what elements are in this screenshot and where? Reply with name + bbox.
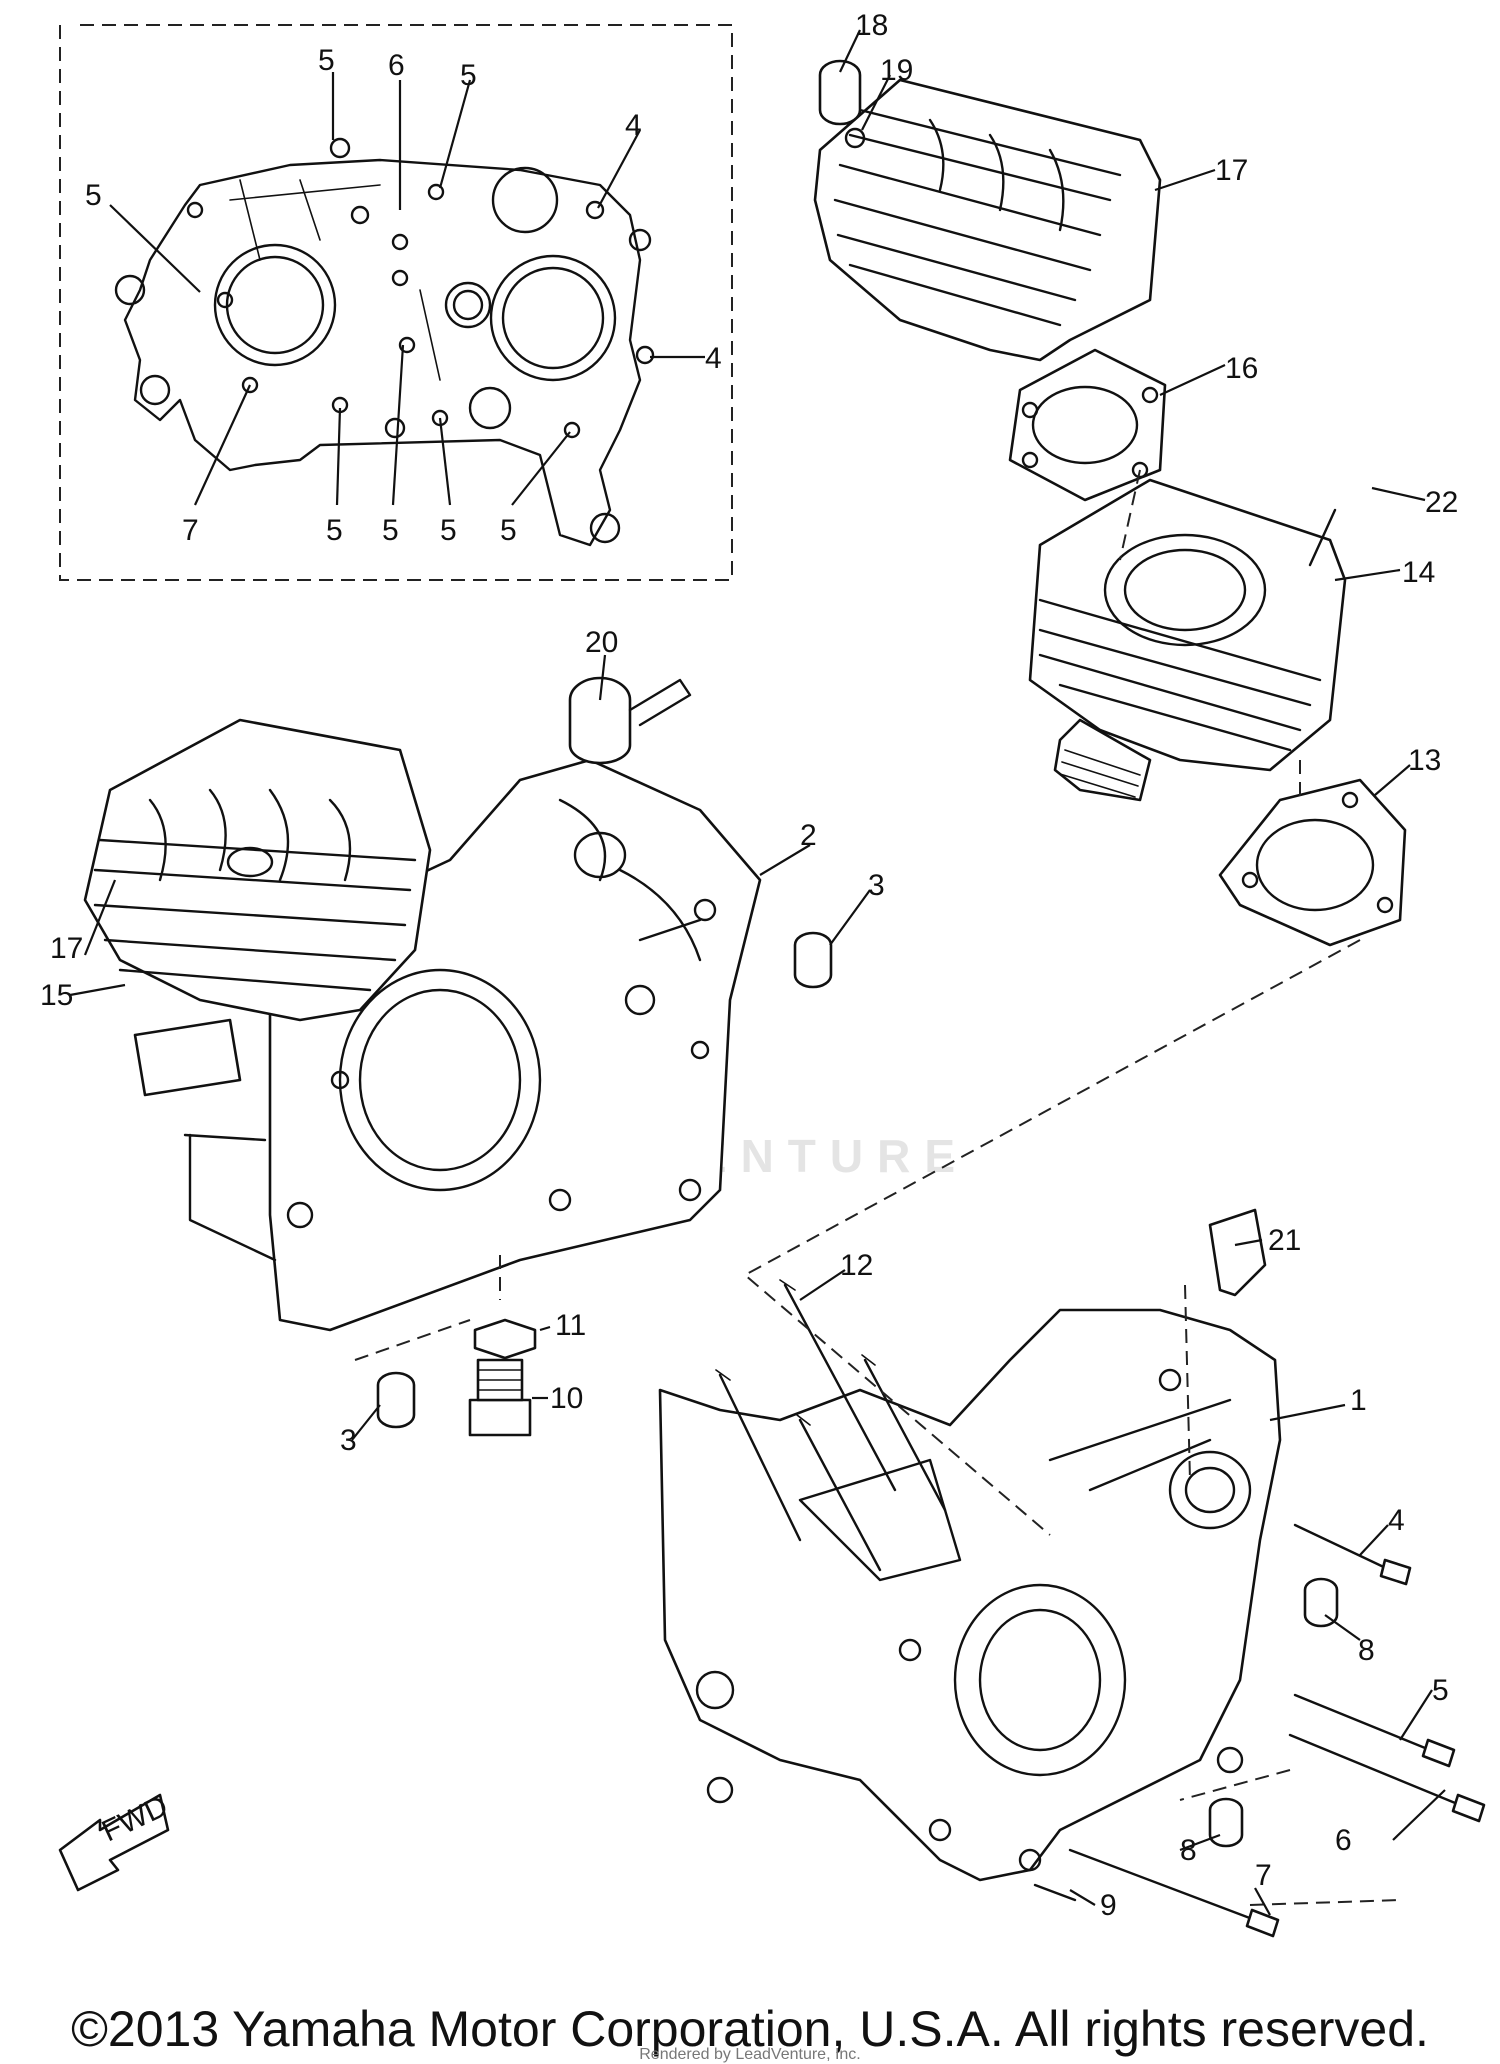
- callout-5: 5: [318, 44, 335, 77]
- callout-5: 5: [440, 514, 457, 547]
- washer-nut: [473, 1318, 537, 1360]
- dowel-pin-lower: [376, 1371, 416, 1429]
- callout-16: 16: [1225, 352, 1258, 385]
- callout-5: 5: [460, 59, 477, 92]
- callout-4: 4: [1388, 1504, 1405, 1537]
- left-crankcase-assembly: [83, 718, 762, 1332]
- callout-17: 17: [50, 932, 83, 965]
- callout-19: 19: [880, 54, 913, 87]
- callout-10: 10: [550, 1382, 583, 1415]
- callout-5: 5: [382, 514, 399, 547]
- callout-5: 5: [1432, 1674, 1449, 1707]
- right-bolts: [1033, 1523, 1486, 1938]
- callout-7: 7: [1255, 1859, 1272, 1892]
- callout-3: 3: [340, 1424, 357, 1457]
- callout-18: 18: [855, 9, 888, 42]
- cylinder-head-top: [813, 59, 1162, 362]
- callouts: 5 6 5 4 4 5 7 5 5 5 5 18 19 17 16 22 14 …: [40, 9, 1458, 1922]
- callout-1: 1: [1350, 1384, 1367, 1417]
- callout-11: 11: [555, 1309, 586, 1342]
- inset-bolt-pattern: [59, 24, 733, 581]
- callout-4: 4: [625, 109, 642, 142]
- head-gasket: [1008, 348, 1167, 502]
- cylinder: [1028, 478, 1347, 802]
- callout-4: 4: [705, 342, 722, 375]
- callout-17: 17: [1215, 154, 1248, 187]
- callout-15: 15: [40, 979, 73, 1012]
- callout-2: 2: [800, 819, 817, 852]
- callout-9: 9: [1100, 1889, 1117, 1922]
- dowel-pin-upper: [793, 931, 833, 989]
- copyright-notice: ©2013 Yamaha Motor Corporation, U.S.A. A…: [71, 2001, 1429, 2057]
- right-crankcase: [658, 1308, 1282, 1882]
- leader-lines: [69, 29, 1446, 1916]
- callout-5: 5: [326, 514, 343, 547]
- callout-6: 6: [1335, 1824, 1352, 1857]
- fwd-arrow-icon: FWD: [58, 1790, 173, 1892]
- callout-5: 5: [85, 179, 102, 212]
- cylinder-studs: [715, 1279, 947, 1572]
- callout-14: 14: [1402, 556, 1435, 589]
- alignment-line: [743, 939, 1361, 1536]
- callout-7: 7: [182, 514, 199, 547]
- callout-6: 6: [388, 49, 405, 82]
- drain-bolt: [468, 1358, 532, 1437]
- callout-13: 13: [1408, 744, 1441, 777]
- callout-8: 8: [1180, 1834, 1197, 1867]
- callout-8: 8: [1358, 1634, 1375, 1667]
- callout-3: 3: [868, 869, 885, 902]
- callout-22: 22: [1425, 486, 1458, 519]
- rendered-by-credit: Rendered by LeadVenture, Inc.: [639, 2046, 861, 2063]
- base-gasket: [1218, 778, 1407, 947]
- callout-20: 20: [585, 626, 618, 659]
- breather-cap: [568, 676, 692, 765]
- callout-5: 5: [500, 514, 517, 547]
- callout-12: 12: [840, 1249, 873, 1282]
- plate-clip: [1208, 1208, 1267, 1297]
- callout-21: 21: [1268, 1224, 1301, 1257]
